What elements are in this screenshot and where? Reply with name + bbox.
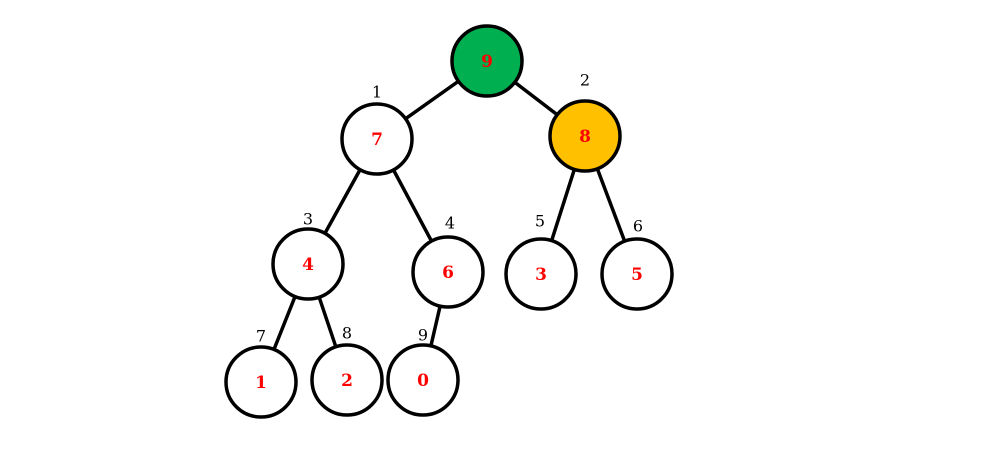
node-index-label: 1: [372, 83, 382, 102]
node-index-label: 8: [342, 324, 352, 343]
tree-node-n8: 2: [310, 343, 384, 417]
node-value: 7: [371, 130, 383, 150]
tree-node-n9: 0: [386, 343, 460, 417]
tree-node-n6: 5: [600, 237, 674, 311]
node-value: 2: [341, 371, 353, 391]
node-circle: [600, 237, 674, 311]
node-index-label: 4: [445, 214, 455, 233]
node-circle: [450, 24, 524, 98]
tree-node-root: 9: [450, 24, 524, 98]
node-index-label: 9: [418, 326, 428, 345]
node-value: 5: [631, 265, 643, 285]
tree-node-n4: 6: [411, 235, 485, 309]
node-circle: [310, 343, 384, 417]
node-value: 0: [417, 371, 429, 391]
node-circle: [411, 235, 485, 309]
tree-node-n5: 3: [504, 237, 578, 311]
node-index-label: 2: [580, 71, 590, 90]
node-circle: [548, 99, 622, 173]
node-value: 3: [535, 265, 547, 285]
node-value: 9: [481, 52, 493, 72]
tree-node-n7: 1: [224, 345, 298, 419]
node-circle: [224, 345, 298, 419]
tree-node-n2: 8: [548, 99, 622, 173]
node-circle: [340, 102, 414, 176]
node-circle: [271, 227, 345, 301]
index-labels-layer: 1 2 3 4 5 6 7 8 9: [256, 71, 643, 346]
node-index-label: 5: [535, 212, 545, 231]
node-index-label: 7: [256, 327, 266, 346]
nodes-layer: 9 7 8 4 6 3 5 1 2 0: [224, 24, 674, 419]
node-circle: [386, 343, 460, 417]
node-value: 1: [255, 373, 267, 393]
node-circle: [504, 237, 578, 311]
tree-node-n3: 4: [271, 227, 345, 301]
node-index-label: 6: [633, 217, 643, 236]
node-value: 6: [442, 263, 454, 283]
node-value: 4: [302, 255, 314, 275]
tree-node-n1: 7: [340, 102, 414, 176]
node-value: 8: [579, 127, 591, 147]
node-index-label: 3: [303, 210, 313, 229]
